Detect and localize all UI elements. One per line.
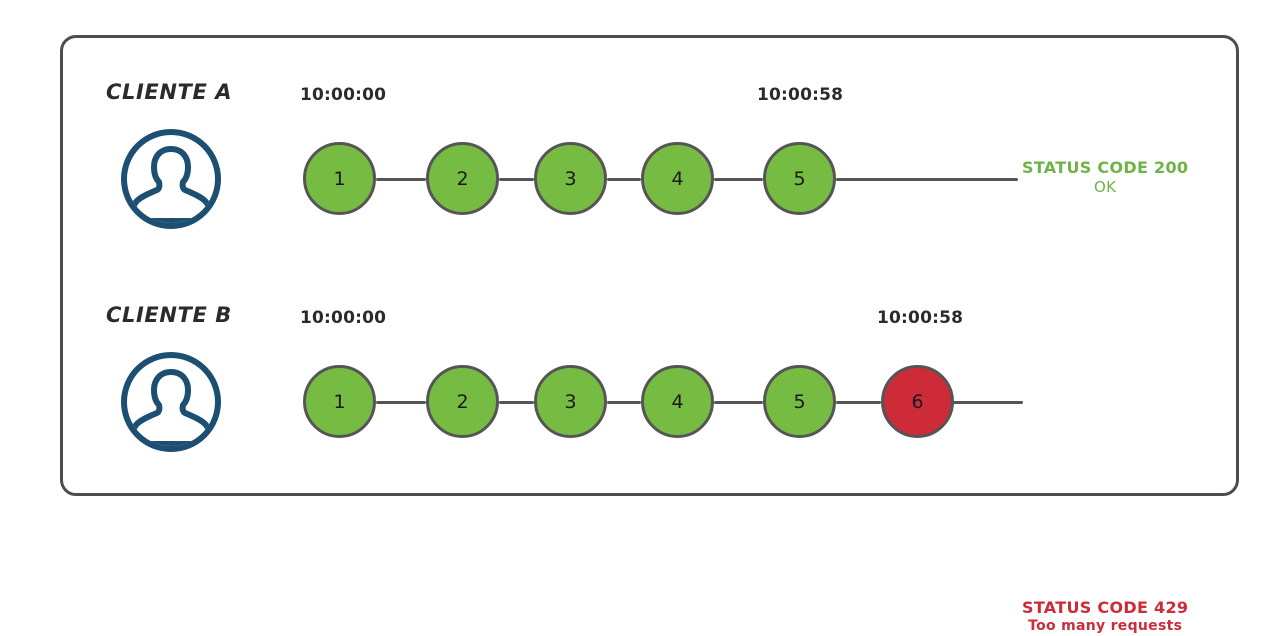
diagram-frame	[60, 35, 1239, 496]
status-code-a-line2: OK	[1094, 178, 1117, 196]
timestamp-start-a: 10:00:00	[300, 85, 387, 105]
request-node-5: 5	[763, 365, 836, 438]
request-node-3: 3	[534, 142, 607, 215]
request-node-2: 2	[426, 365, 499, 438]
client-b-label: CLIENTE B	[106, 303, 232, 327]
request-node-6: 6	[881, 365, 954, 438]
request-connector	[499, 178, 534, 181]
request-connector	[836, 401, 881, 404]
client-a-label: CLIENTE A	[106, 80, 233, 104]
request-connector	[607, 401, 641, 404]
request-connector	[376, 401, 426, 404]
request-node-4: 4	[641, 365, 714, 438]
request-node-1: 1	[303, 142, 376, 215]
request-connector	[607, 178, 641, 181]
tail-connector-a	[836, 178, 1018, 181]
request-node-3: 3	[534, 365, 607, 438]
status-code-a-line1: STATUS CODE 200	[1022, 158, 1189, 177]
timestamp-end-a: 10:00:58	[757, 85, 844, 105]
request-connector	[714, 401, 763, 404]
request-connector	[499, 401, 534, 404]
request-node-5: 5	[763, 142, 836, 215]
request-node-2: 2	[426, 142, 499, 215]
user-avatar-icon	[119, 350, 223, 454]
status-code-b-line2: Too many requests	[1028, 618, 1183, 634]
tail-connector-b	[953, 401, 1023, 404]
diagram-canvas: CLIENTE A 10:00:00 10:00:58 STATUS CODE …	[60, 35, 1239, 634]
request-node-1: 1	[303, 365, 376, 438]
status-code-b-line1: STATUS CODE 429	[1022, 598, 1189, 617]
timestamp-start-b: 10:00:00	[300, 308, 387, 328]
timestamp-end-b: 10:00:58	[877, 308, 964, 328]
status-code-a: STATUS CODE 200 OK	[1022, 158, 1188, 197]
request-connector	[376, 178, 426, 181]
request-connector	[714, 178, 763, 181]
status-code-b: STATUS CODE 429 Too many requests	[1022, 598, 1188, 636]
request-node-4: 4	[641, 142, 714, 215]
user-avatar-icon	[119, 127, 223, 231]
